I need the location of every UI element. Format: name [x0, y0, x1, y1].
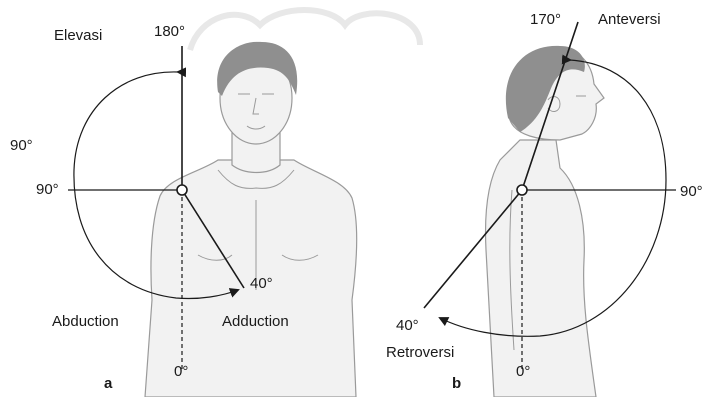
figure-front-view [145, 42, 357, 397]
shoulder-joint-a [177, 185, 187, 195]
panel-b-letter: b [452, 375, 461, 392]
bottom-angle-b: 0° [516, 363, 530, 380]
left-angle-axis: 90° [36, 181, 59, 198]
panel-a-letter: a [104, 375, 113, 392]
abduction-label: Abduction [52, 313, 119, 330]
retroversion-label: Retroversi [386, 344, 454, 361]
anteversion-label: Anteversi [598, 11, 661, 28]
shoulder-joint-b [517, 185, 527, 195]
retro-angle: 40° [396, 317, 419, 334]
watermark [190, 10, 420, 50]
left-angle-outer: 90° [10, 137, 33, 154]
adduction-angle: 40° [250, 275, 273, 292]
top-angle-a: 180° [154, 23, 185, 40]
adduction-label: Adduction [222, 313, 289, 330]
bottom-angle-a: 0° [174, 363, 188, 380]
figure-side-view [486, 46, 604, 397]
side-torso [486, 140, 596, 397]
elevation-label: Elevasi [54, 27, 102, 44]
right-angle-b: 90° [680, 183, 703, 200]
top-angle-b: 170° [530, 11, 561, 28]
